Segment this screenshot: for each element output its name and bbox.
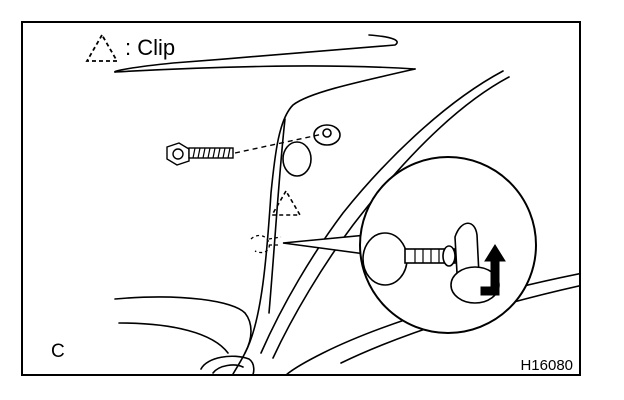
roof-edge-lower [114, 65, 416, 73]
quarter-trim-outline [114, 296, 252, 374]
bolt-icon [166, 142, 234, 166]
view-label: C [51, 341, 65, 362]
dashed-triangle-icon [85, 33, 119, 62]
pillar-trim-diagram [114, 34, 579, 374]
hole-cover-cap [282, 141, 312, 177]
removal-arrow-icon [480, 244, 506, 296]
figure-code: H16080 [520, 357, 573, 374]
bolt-dashed-leader [234, 133, 324, 154]
roof-edge-upper [114, 34, 398, 73]
hidden-clip-icon [250, 234, 282, 254]
illustration-frame: : Clip C H16080 [21, 21, 581, 376]
vent-outline [200, 355, 255, 374]
vent-inner [212, 364, 244, 374]
glass-edge-outer [260, 70, 504, 354]
bolt-hole [322, 128, 332, 138]
pillar-inner-edge [268, 118, 286, 314]
pillar-outline [244, 68, 416, 354]
quarter-trim-seam [118, 322, 229, 354]
legend: : Clip [85, 30, 175, 66]
glass-edge-inner [272, 76, 510, 359]
legend-text: : Clip [125, 35, 176, 60]
